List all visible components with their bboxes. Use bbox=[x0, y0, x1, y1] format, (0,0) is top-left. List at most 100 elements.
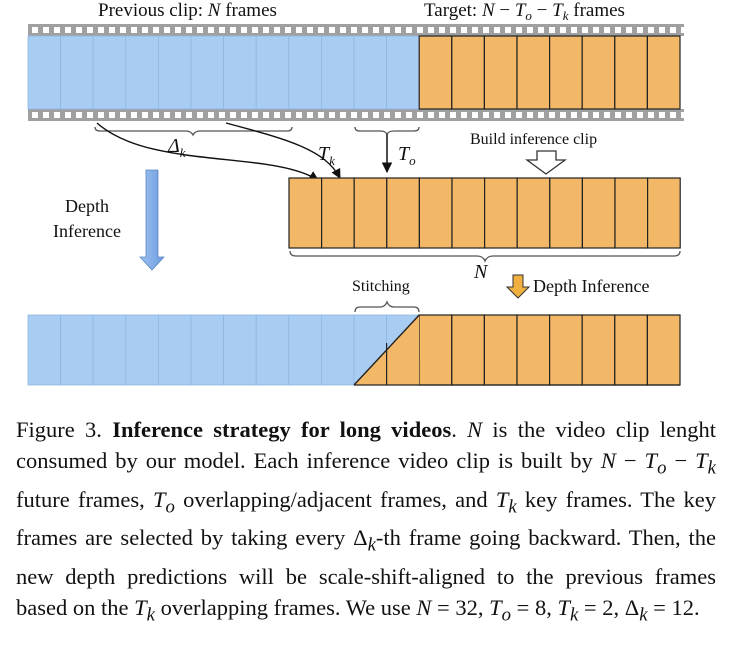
film-hole bbox=[549, 27, 555, 33]
film-hole bbox=[54, 112, 60, 118]
previous-frame bbox=[255, 35, 290, 110]
film-hole bbox=[197, 112, 203, 118]
film-hole bbox=[406, 27, 412, 33]
film-hole bbox=[461, 112, 467, 118]
film-hole bbox=[483, 27, 489, 33]
film-hole bbox=[131, 27, 137, 33]
film-hole bbox=[571, 27, 577, 33]
build-clip-arrow bbox=[525, 150, 567, 175]
depth-inference-orange-arrow bbox=[505, 274, 531, 299]
film-hole bbox=[582, 27, 588, 33]
film-hole bbox=[428, 112, 434, 118]
film-hole bbox=[285, 27, 291, 33]
target-frame bbox=[548, 35, 583, 110]
film-hole bbox=[637, 112, 643, 118]
film-hole bbox=[340, 27, 346, 33]
result-new-frame bbox=[646, 314, 681, 386]
film-hole bbox=[527, 112, 533, 118]
inference-clip-frame bbox=[288, 177, 323, 249]
film-hole bbox=[450, 27, 456, 33]
film-hole bbox=[109, 112, 115, 118]
film-hole bbox=[417, 112, 423, 118]
film-hole bbox=[219, 112, 225, 118]
film-hole bbox=[494, 27, 500, 33]
result-new-frame bbox=[516, 314, 551, 386]
film-hole bbox=[340, 112, 346, 118]
t-o-brace bbox=[354, 126, 420, 136]
film-hole bbox=[175, 112, 181, 118]
film-hole bbox=[362, 112, 368, 118]
result-previous-frame bbox=[157, 314, 192, 386]
film-hole bbox=[395, 27, 401, 33]
target-frame bbox=[451, 35, 485, 110]
film-hole bbox=[483, 112, 489, 118]
target-frame bbox=[581, 35, 616, 110]
film-hole bbox=[186, 112, 192, 118]
inference-clip-frames bbox=[288, 177, 681, 249]
film-hole bbox=[219, 27, 225, 33]
target-frame bbox=[646, 35, 681, 110]
film-perforations-bottom bbox=[32, 112, 687, 118]
inference-clip-frame bbox=[484, 177, 518, 249]
film-hole bbox=[615, 27, 621, 33]
target-frame bbox=[418, 35, 453, 110]
result-previous-frame bbox=[27, 314, 61, 386]
t-o-label: To bbox=[398, 143, 416, 168]
inference-clip-frame bbox=[451, 177, 486, 249]
result-previous-frame bbox=[125, 314, 159, 386]
inference-clip-frame bbox=[321, 177, 355, 249]
previous-frame bbox=[288, 35, 322, 110]
film-hole bbox=[670, 112, 676, 118]
delta-k-label: Δk bbox=[167, 135, 186, 160]
film-hole bbox=[307, 112, 313, 118]
film-hole bbox=[582, 112, 588, 118]
film-hole bbox=[186, 27, 192, 33]
film-hole bbox=[120, 27, 126, 33]
film-hole bbox=[538, 27, 544, 33]
inference-clip-frame bbox=[581, 177, 616, 249]
film-hole bbox=[373, 27, 379, 33]
film-hole bbox=[384, 112, 390, 118]
result-previous-frame bbox=[288, 314, 322, 386]
film-hole bbox=[626, 27, 632, 33]
film-hole bbox=[538, 112, 544, 118]
result-new-frame bbox=[614, 314, 648, 386]
target-frame bbox=[516, 35, 551, 110]
film-hole bbox=[98, 112, 104, 118]
inference-clip-frame bbox=[614, 177, 649, 249]
target-frame bbox=[614, 35, 648, 110]
film-hole bbox=[241, 27, 247, 33]
film-hole bbox=[615, 112, 621, 118]
previous-frame bbox=[386, 35, 420, 110]
film-hole bbox=[274, 27, 280, 33]
film-hole bbox=[373, 112, 379, 118]
film-hole bbox=[32, 27, 38, 33]
film-hole bbox=[681, 27, 687, 33]
film-hole bbox=[648, 112, 654, 118]
depth-inference-left-line1: Depth bbox=[65, 196, 109, 216]
result-new-frame bbox=[483, 314, 518, 386]
film-hole bbox=[241, 112, 247, 118]
result-previous-frame bbox=[190, 314, 224, 386]
previous-frame bbox=[27, 35, 61, 110]
film-hole bbox=[604, 27, 610, 33]
film-hole bbox=[142, 112, 148, 118]
film-hole bbox=[164, 112, 170, 118]
film-hole bbox=[76, 27, 82, 33]
film-hole bbox=[516, 27, 522, 33]
target-label: Target: N − To − Tk frames bbox=[424, 0, 625, 23]
film-hole bbox=[197, 27, 203, 33]
t-k-label: Tk bbox=[318, 143, 335, 168]
film-hole bbox=[406, 112, 412, 118]
film-hole bbox=[461, 27, 467, 33]
result-previous-frame bbox=[320, 314, 355, 386]
build-clip-label: Build inference clip bbox=[470, 131, 597, 148]
film-hole bbox=[604, 112, 610, 118]
film-hole bbox=[472, 27, 478, 33]
inference-clip-frame bbox=[418, 177, 453, 249]
film-hole bbox=[670, 27, 676, 33]
film-hole bbox=[43, 112, 49, 118]
film-hole bbox=[505, 27, 511, 33]
film-hole bbox=[43, 27, 49, 33]
previous-and-target-frames bbox=[27, 35, 681, 110]
